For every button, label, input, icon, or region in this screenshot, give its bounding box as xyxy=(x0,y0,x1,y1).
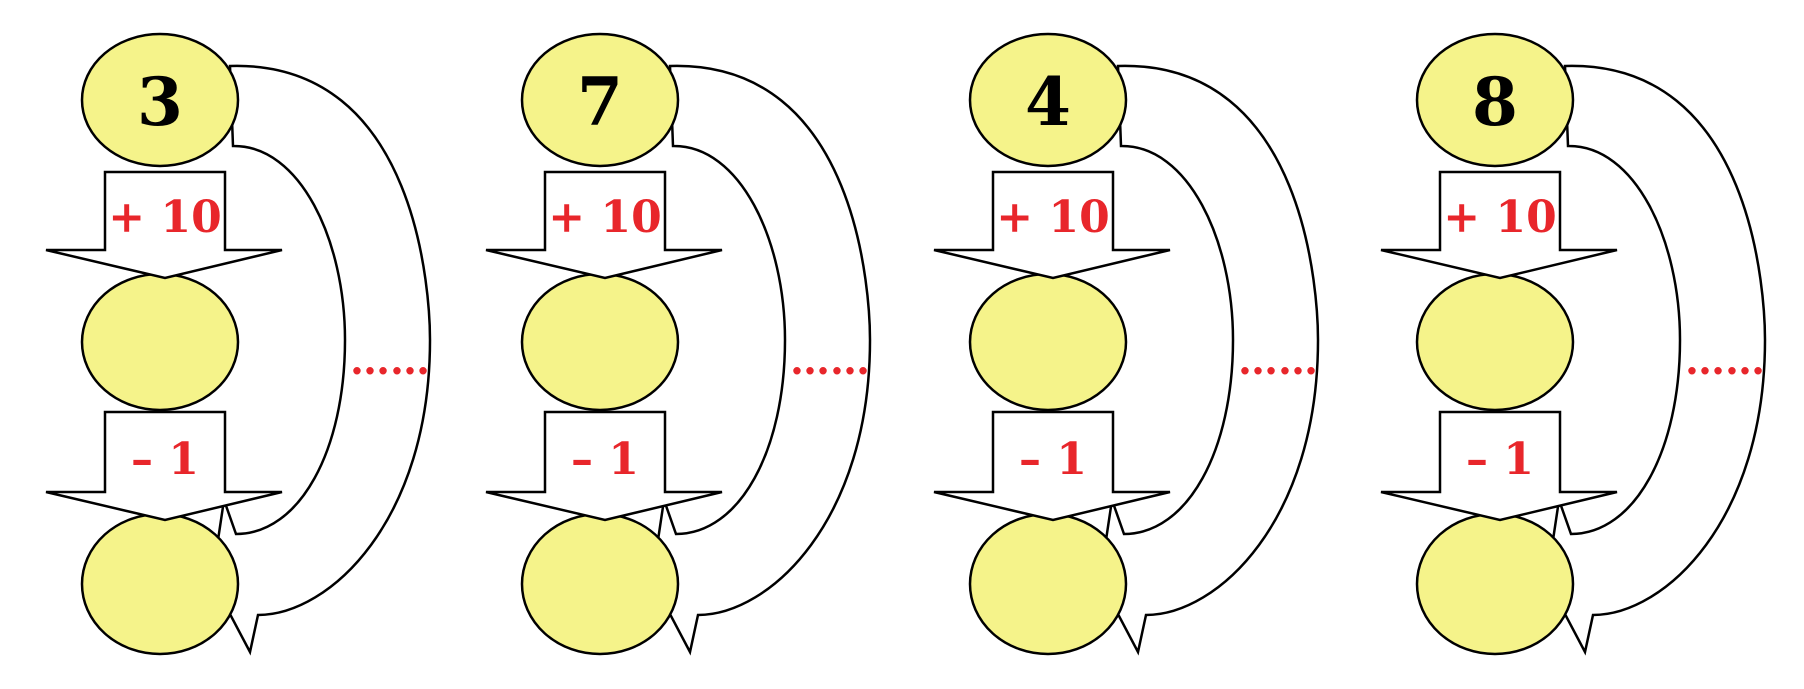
result-circle xyxy=(1415,512,1575,656)
start-circle xyxy=(1415,32,1575,168)
continuation-dots: …… xyxy=(1238,337,1318,384)
diagram-unit-0: 3 + 10 – 1 …… xyxy=(45,32,432,656)
add-arrow xyxy=(933,170,1171,280)
start-number: 3 xyxy=(137,63,183,141)
diagram-unit-1: 7 + 10 – 1 …… xyxy=(485,32,872,656)
add-label: + 10 xyxy=(996,192,1109,243)
curved-arrow xyxy=(650,64,872,656)
curved-arrow xyxy=(1098,64,1320,656)
middle-circle xyxy=(968,272,1128,412)
middle-circle xyxy=(1415,272,1575,412)
result-circle xyxy=(968,512,1128,656)
start-number: 4 xyxy=(1025,63,1071,141)
add-arrow xyxy=(45,170,283,280)
add-arrow xyxy=(485,170,723,280)
continuation-dots: …… xyxy=(350,337,430,384)
start-circle xyxy=(968,32,1128,168)
start-circle xyxy=(520,32,680,168)
curved-arrow xyxy=(210,64,432,656)
subtract-arrow xyxy=(485,410,723,522)
subtract-arrow xyxy=(45,410,283,522)
add-label: + 10 xyxy=(108,192,221,243)
add-label: + 10 xyxy=(548,192,661,243)
diagram-unit-2: 4 + 10 – 1 …… xyxy=(933,32,1320,656)
add-arrow xyxy=(1380,170,1618,280)
curved-arrow xyxy=(1545,64,1767,656)
subtract-arrow xyxy=(933,410,1171,522)
subtract-label: – 1 xyxy=(571,434,639,485)
subtract-label: – 1 xyxy=(131,434,199,485)
start-number: 7 xyxy=(577,63,623,141)
middle-circle xyxy=(520,272,680,412)
continuation-dots: …… xyxy=(790,337,870,384)
result-circle xyxy=(80,512,240,656)
subtract-arrow xyxy=(1380,410,1618,522)
continuation-dots: …… xyxy=(1685,337,1765,384)
start-number: 8 xyxy=(1472,63,1518,141)
diagram-unit-3: 8 + 10 – 1 …… xyxy=(1380,32,1767,656)
add-label: + 10 xyxy=(1443,192,1556,243)
middle-circle xyxy=(80,272,240,412)
start-circle xyxy=(80,32,240,168)
result-circle xyxy=(520,512,680,656)
subtract-label: – 1 xyxy=(1019,434,1087,485)
subtract-label: – 1 xyxy=(1466,434,1534,485)
